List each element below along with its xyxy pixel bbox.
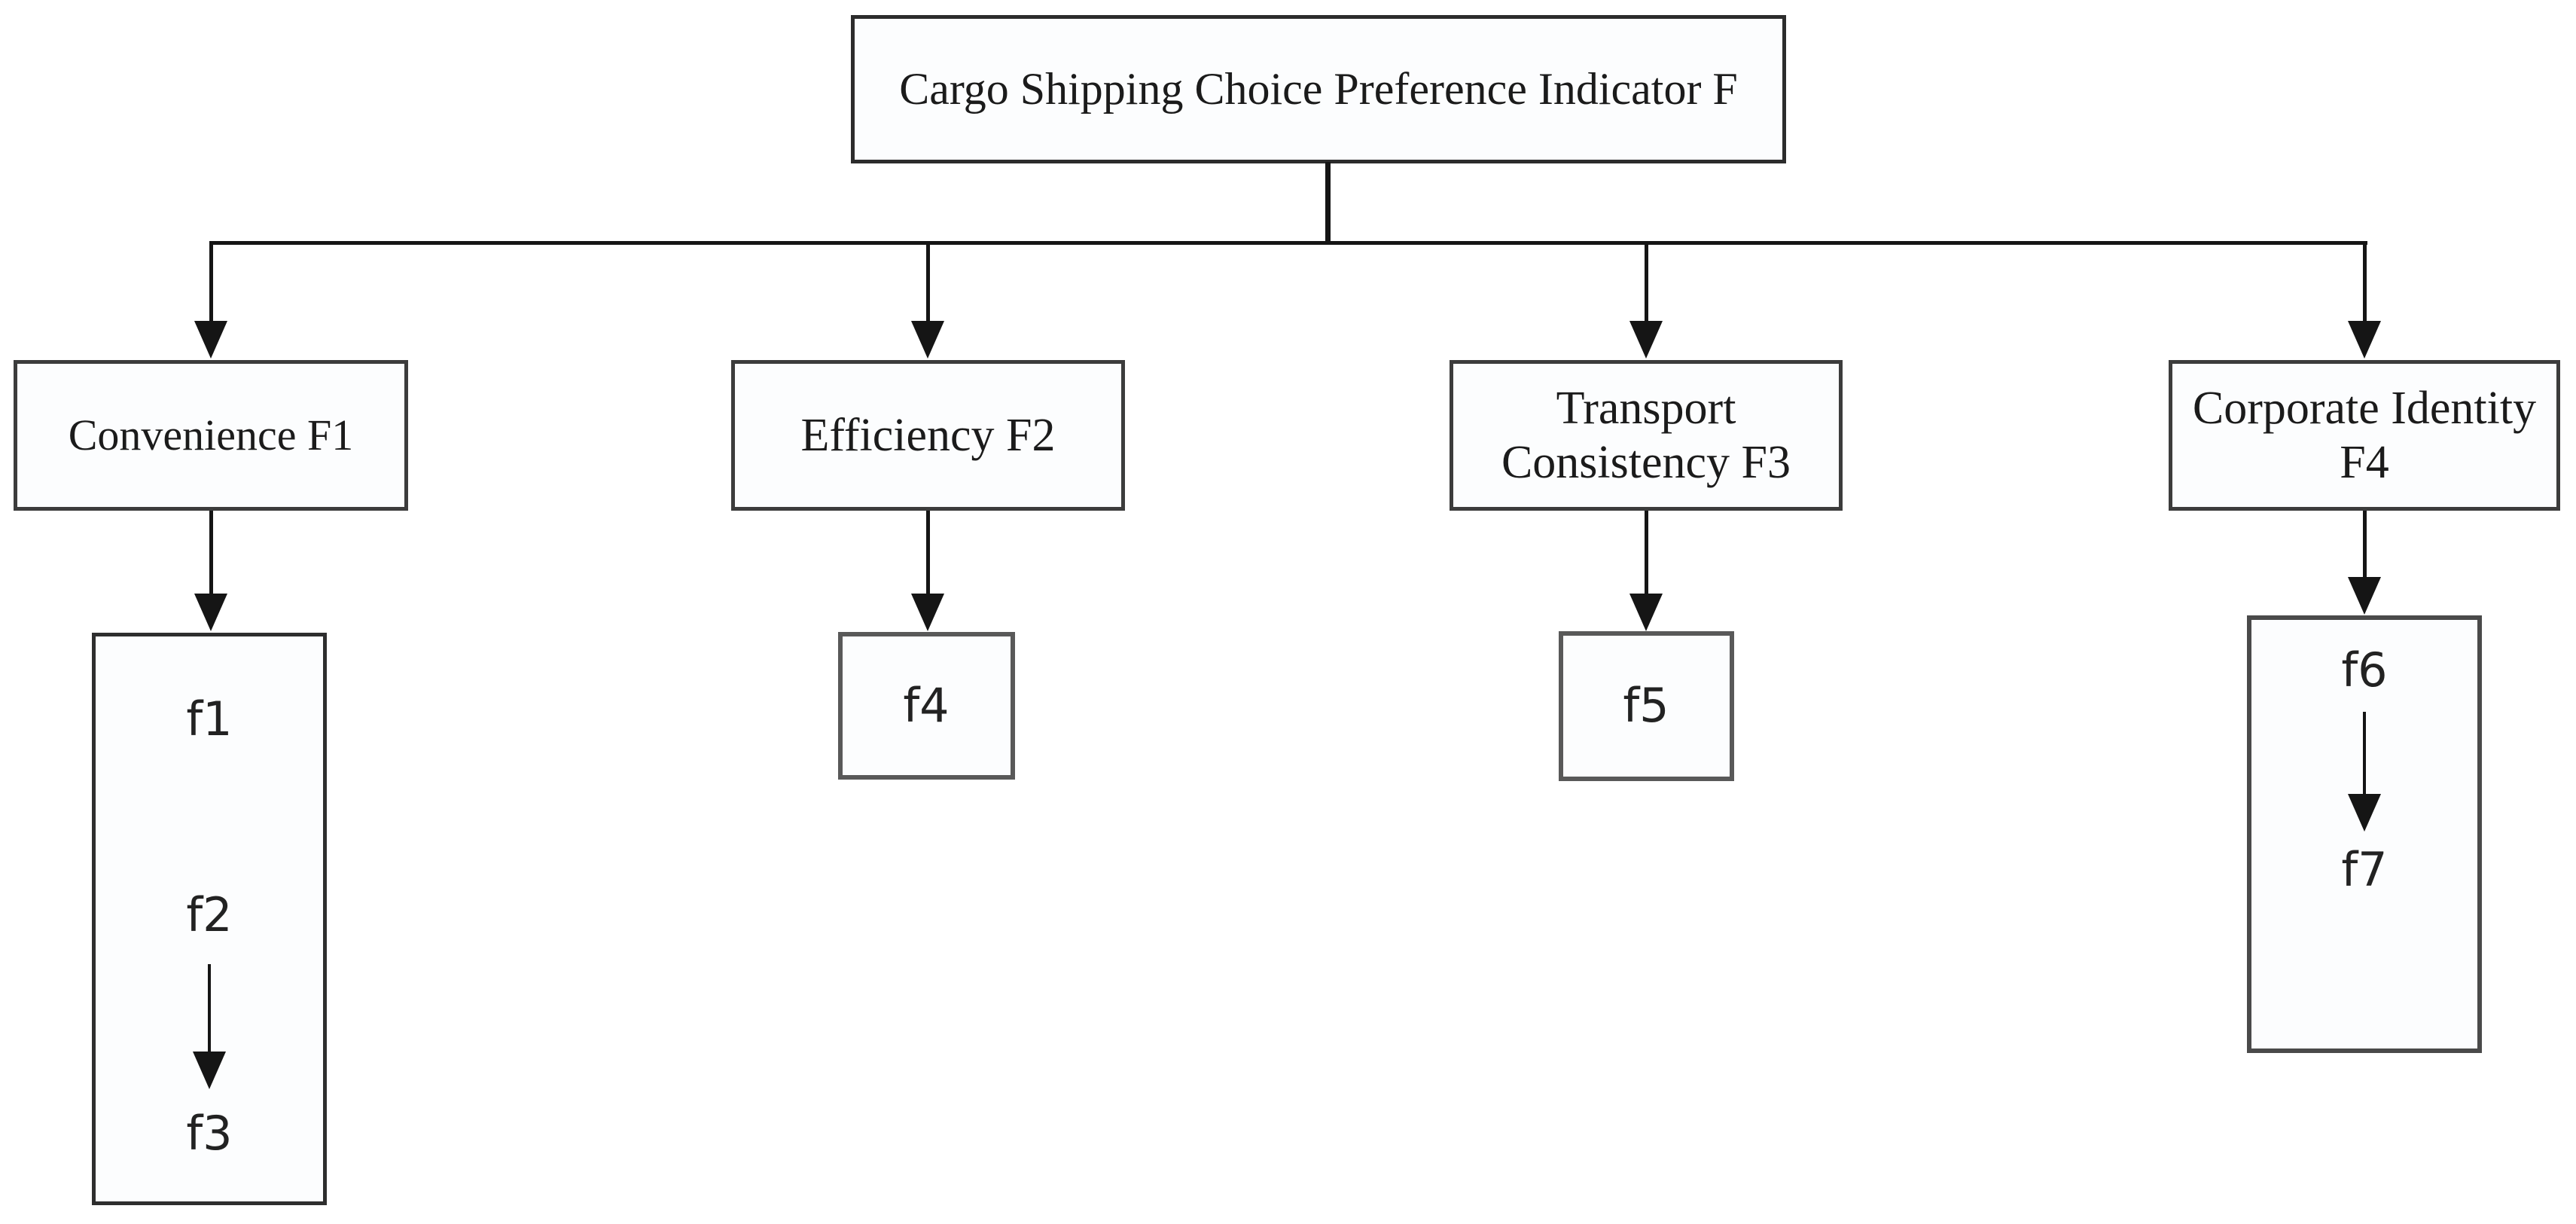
arrow-f6-to-f7-head-icon <box>2348 794 2381 832</box>
leaf-label-f4: f4 <box>903 678 950 733</box>
leaf-group-f6-f7 <box>2247 615 2482 1053</box>
branch-label: Convenience F1 <box>68 411 354 459</box>
arrow-to-f3-head-icon <box>1629 321 1663 359</box>
arrow-to-f1-head-icon <box>194 321 227 359</box>
arrow-f6-to-f7-shaft <box>2363 712 2366 801</box>
leaf-node-f5 <box>1559 631 1734 781</box>
arrow-f2-to-f3-shaft <box>208 964 211 1058</box>
root-connector-trunk <box>1325 162 1331 245</box>
leaf-node-f4 <box>838 632 1015 780</box>
branch-label: Transport Consistency F3 <box>1501 383 1791 488</box>
root-node-label: Cargo Shipping Choice Preference Indicat… <box>899 64 1738 114</box>
leaf-group-f1-f2-f3 <box>92 633 327 1205</box>
branch-connector-bar <box>209 241 2367 245</box>
leaf-label-f3: f3 <box>186 1106 233 1161</box>
leaf-label-f2: f2 <box>186 887 233 942</box>
arrow-to-f3-shaft <box>1645 243 1648 324</box>
branch-node-transport-consistency-f3: Transport Consistency F3 <box>1450 360 1843 511</box>
arrow-to-leaf-group-2-head-icon <box>2348 577 2381 615</box>
arrow-to-leaf-f4-head-icon <box>911 594 944 631</box>
arrow-to-f2-shaft <box>926 243 930 324</box>
root-node: Cargo Shipping Choice Preference Indicat… <box>851 15 1786 163</box>
leaf-label-f1: f1 <box>186 691 233 746</box>
arrow-f2-to-f3-head-icon <box>193 1052 226 1089</box>
leaf-label-f6: f6 <box>2341 643 2388 697</box>
arrow-to-f2-head-icon <box>911 321 944 359</box>
branch-label: Corporate Identity F4 <box>2192 383 2537 488</box>
branch-label: Efficiency F2 <box>800 410 1056 461</box>
arrow-to-f4-head-icon <box>2348 321 2381 359</box>
branch-node-efficiency-f2: Efficiency F2 <box>731 360 1125 511</box>
leaf-label-f5: f5 <box>1623 678 1669 733</box>
leaf-label-f7: f7 <box>2341 842 2388 897</box>
arrow-to-leaf-f5-shaft <box>1645 511 1648 595</box>
arrow-to-leaf-group-1-head-icon <box>194 594 227 631</box>
arrow-to-leaf-f5-head-icon <box>1629 594 1663 631</box>
arrow-to-f4-shaft <box>2363 243 2367 324</box>
arrow-to-leaf-f4-shaft <box>926 511 930 595</box>
branch-node-corporate-identity-f4: Corporate Identity F4 <box>2169 360 2560 511</box>
branch-node-convenience-f1: Convenience F1 <box>14 360 408 511</box>
arrow-to-leaf-group-1-shaft <box>209 511 213 595</box>
arrow-to-leaf-group-2-shaft <box>2363 511 2367 580</box>
arrow-to-f1-shaft <box>209 243 213 324</box>
